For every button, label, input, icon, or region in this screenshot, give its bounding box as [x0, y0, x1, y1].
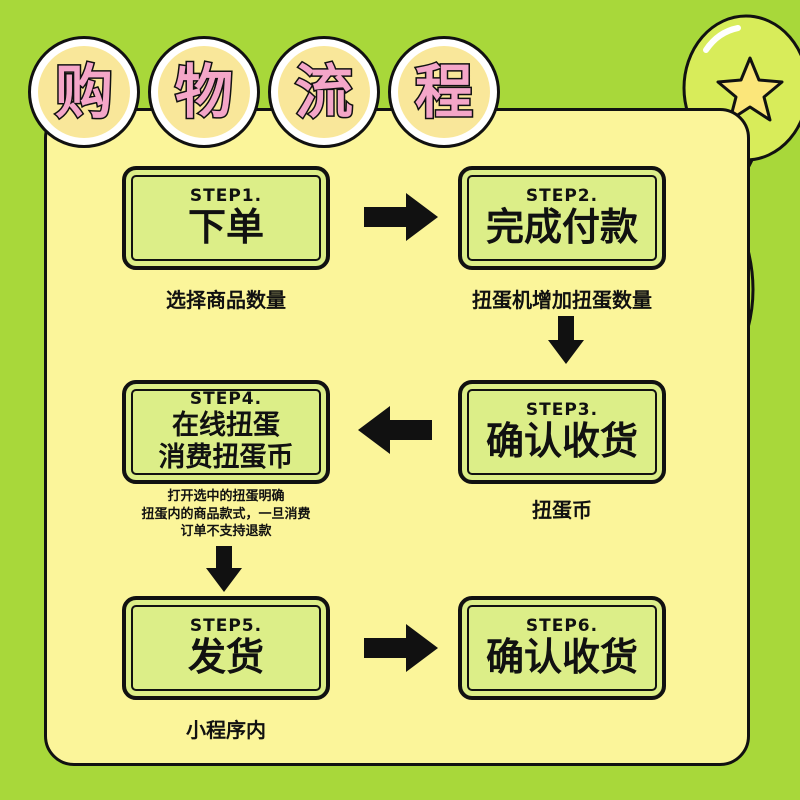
- step-title: 确认收货: [485, 419, 638, 464]
- title-char-circle: 物: [148, 36, 260, 148]
- arrow-icon: [548, 316, 584, 364]
- arrow-icon: [358, 406, 432, 454]
- title-char: 购: [53, 58, 114, 126]
- step-6-box: STEP6. 确认收货: [458, 596, 666, 700]
- step-title: 下单: [187, 205, 264, 250]
- step-2-caption: 扭蛋机增加扭蛋数量: [472, 288, 652, 312]
- step-title: 发货: [187, 635, 264, 680]
- step-label: STEP5.: [189, 615, 263, 636]
- step-3-caption: 扭蛋币: [532, 498, 592, 522]
- title-char-circle: 程: [388, 36, 500, 148]
- title-char: 物: [173, 58, 234, 126]
- step-title: 完成付款: [485, 205, 638, 250]
- arrow-icon: [364, 193, 438, 241]
- step-label: STEP1.: [189, 185, 263, 206]
- arrow-icon: [364, 624, 438, 672]
- step-label: STEP2.: [525, 185, 599, 206]
- note-line: 扭蛋内的商品款式，一旦消费: [141, 506, 311, 522]
- step-5-box: STEP5. 发货: [122, 596, 330, 700]
- title-char: 程: [413, 58, 474, 126]
- step-title-line: 在线扭蛋: [172, 409, 280, 441]
- title-char: 流: [293, 58, 354, 126]
- step-1-caption: 选择商品数量: [166, 288, 286, 312]
- step-1-box: STEP1. 下单: [122, 166, 330, 270]
- step-label: STEP4.: [189, 389, 263, 410]
- step-label: STEP6.: [525, 615, 599, 636]
- step-label: STEP3.: [525, 399, 599, 420]
- note-line: 打开选中的扭蛋明确: [167, 489, 285, 504]
- title-char-circle: 购: [28, 36, 140, 148]
- page-title: 购 物 流 程: [28, 36, 528, 148]
- step-title: 确认收货: [485, 635, 638, 680]
- step-2-box: STEP2. 完成付款: [458, 166, 666, 270]
- step-title-line: 消费扭蛋币: [158, 442, 294, 474]
- arrow-icon: [206, 546, 242, 592]
- step-5-caption: 小程序内: [186, 718, 266, 742]
- step-4-box: STEP4. 在线扭蛋 消费扭蛋币: [122, 380, 330, 484]
- title-char-circle: 流: [268, 36, 380, 148]
- step-4-note: 打开选中的扭蛋明确 扭蛋内的商品款式，一旦消费 订单不支持退款: [96, 488, 356, 541]
- note-line: 订单不支持退款: [180, 524, 272, 540]
- step-3-box: STEP3. 确认收货: [458, 380, 666, 484]
